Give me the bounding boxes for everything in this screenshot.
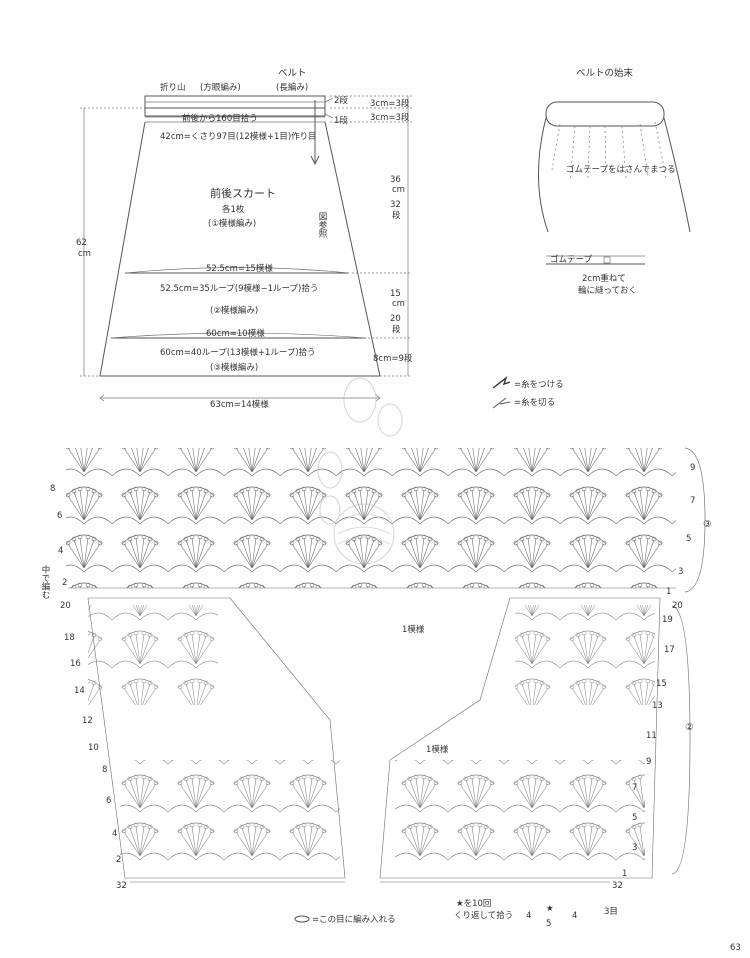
row-15-right: 15 (656, 679, 667, 689)
page-number: 63 (730, 943, 741, 953)
measure4b: cm (392, 299, 405, 309)
row-1-top: 1 (666, 587, 671, 597)
row-2-top: 2 (62, 578, 67, 588)
one-motif-label-top: 1模様 (402, 624, 425, 635)
belt-end-title: ベルトの始末 (576, 67, 634, 79)
row-12-left: 12 (82, 716, 93, 726)
measure5-label: 8cm=9段 (373, 353, 413, 364)
foundation-label: 42cm=くさり97目(12模様+1目)作り目 (160, 131, 317, 142)
chart-section3 (66, 448, 676, 588)
row-9-top: 9 (690, 463, 695, 473)
cut-yarn-icon (492, 397, 511, 409)
legend-into-stitch: =この目に編み入れる (312, 914, 396, 925)
row-17-right: 17 (664, 645, 675, 655)
bottom-4b: 4 (572, 911, 577, 921)
legend-attach: =糸をつける (514, 379, 564, 390)
attach-yarn-icon (492, 376, 511, 389)
pattern2-label: (②模様編み) (210, 305, 258, 316)
ring-label: 輪に縫っておく (578, 285, 637, 296)
row-3-right: 3 (632, 843, 637, 853)
row-5-right: 5 (632, 813, 637, 823)
pick160-label: 前後から160目拾う (182, 113, 258, 124)
height-unit: cm (78, 249, 91, 259)
overlap-label: 2cm重ねて (582, 273, 626, 284)
row-5-top: 5 (686, 534, 691, 544)
fold-label: 折り山 (160, 82, 186, 93)
rows2-label: 2段 (334, 95, 348, 106)
row-2-left: 2 (116, 855, 121, 865)
row-6-top: 6 (57, 511, 62, 521)
measure3b: cm (392, 185, 405, 195)
belt-ring (545, 101, 665, 127)
row-16-left: 16 (70, 659, 81, 669)
row-8-left: 8 (102, 765, 107, 775)
row-8-top: 8 (50, 484, 55, 494)
row-1-right: 1 (622, 869, 627, 879)
bottom-width-label: 63cm=14模様 (210, 399, 269, 410)
row-3-top: 3 (678, 567, 683, 577)
section2-label: ② (685, 722, 694, 733)
row-13-right: 13 (652, 701, 663, 711)
panel-title: 前後スカート (210, 186, 276, 200)
measure1-label: 3cm=3段 (370, 98, 410, 109)
hougan-label: (方眼編み) (200, 82, 241, 93)
naga-label: (長編み) (276, 82, 308, 93)
row-10-left: 10 (88, 743, 99, 753)
row-4-left: 4 (112, 829, 117, 839)
one-motif-label-bottom: 1模様 (426, 744, 449, 755)
star-repeat-label: ★を10回 (456, 899, 491, 909)
chart-section2-right (379, 597, 661, 879)
row-20-left: 20 (60, 601, 71, 611)
row-32-left: 32 (116, 881, 127, 891)
stitch-chart: ③ ② 1模様 1模様 中で編む 9 7 5 3 1 8 6 4 2 20 18… (40, 377, 741, 953)
section3-label: ③ (703, 519, 712, 530)
row-4-top: 4 (58, 546, 63, 556)
bottom-4a: 4 (526, 911, 531, 921)
measure4c: 20 (390, 314, 401, 324)
row-7-top: 7 (690, 496, 695, 506)
row-20-right: 20 (672, 601, 683, 611)
rows1-label: 1段 (334, 115, 348, 126)
row-7-right: 7 (632, 783, 637, 793)
legend: =糸をつける =糸を切る =この目に編み入れる (294, 376, 564, 925)
watermark-yarn-icon (317, 377, 403, 565)
side-note: 中で編む (40, 564, 50, 599)
row-19-right: 19 (662, 615, 673, 625)
height-value: 62 (76, 238, 87, 248)
skirt-outline (99, 121, 381, 377)
measure4d: 段 (392, 324, 401, 335)
reference-label: 図参照 (317, 212, 327, 238)
belt-end-diagram: ベルトの始末 ゴムテープをはさんでまつる ゴムテープ 2cm重ねて 輪に縫ってお… (537, 67, 691, 296)
row-14-left: 14 (74, 686, 85, 696)
bottom-3: 3目 (604, 907, 618, 917)
gomu-label: ゴムテープ (550, 254, 592, 265)
measure3d: 段 (392, 210, 401, 221)
measure3c: 32 (390, 200, 401, 210)
width60b-label: 60cm=40ループ(13模様+1ループ)拾う (160, 347, 316, 358)
row-9-right: 9 (646, 757, 651, 767)
measure3a: 36 (390, 175, 401, 185)
row-11-right: 11 (646, 731, 657, 741)
pattern1-label: (①模様編み) (208, 218, 256, 229)
row-32-right: 32 (612, 881, 623, 891)
star-marker: ★ (546, 904, 554, 914)
pattern3-label: (③模様編み) (210, 362, 258, 373)
each-label: 各1枚 (222, 204, 245, 215)
belt-title: ベルト (278, 68, 307, 79)
bottom-5: 5 (546, 919, 551, 929)
measure2-label: 3cm=3段 (370, 112, 410, 123)
into-stitch-icon (294, 915, 310, 923)
row-6-left: 6 (106, 796, 111, 806)
width525a-label: 52.5cm=15模様 (206, 263, 273, 274)
legend-cut: =糸を切る (514, 397, 555, 408)
row-18-left: 18 (64, 633, 75, 643)
skirt-schematic: ベルト 折り山 (方眼編み) (長編み) 前後から160目拾う 42cm=くさり… (76, 68, 413, 410)
measure4a: 15 (390, 289, 401, 299)
width525b-label: 52.5cm=35ループ(9模様−1ループ)拾う (160, 283, 318, 294)
insert-label: ゴムテープをはさんでまつる (566, 164, 676, 175)
width60a-label: 60cm=10模様 (206, 328, 265, 339)
star-pickup-label: くり返して拾う (454, 910, 513, 921)
